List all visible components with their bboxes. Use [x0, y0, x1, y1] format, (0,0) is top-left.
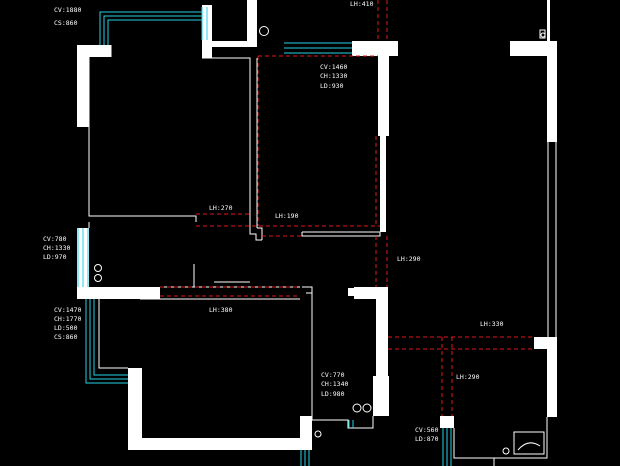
annotation-label: CH:1770 — [54, 315, 81, 323]
bathtub — [513, 431, 545, 455]
annotation-label: LD:980 — [321, 390, 345, 398]
wall-segment — [547, 56, 557, 142]
wall-segment — [352, 41, 398, 56]
wall-segment — [534, 337, 557, 349]
wall-outline — [202, 57, 262, 241]
annotation-label: CV:1460 — [320, 63, 347, 71]
wall-outline — [98, 299, 128, 369]
fixture-circle — [314, 430, 322, 438]
annotation-label: CS:860 — [54, 19, 78, 27]
fixture-circle — [259, 26, 269, 36]
wall-segment — [510, 41, 557, 56]
wall-segment — [547, 349, 557, 417]
wall-segment — [202, 5, 212, 7]
window — [93, 299, 128, 376]
fixture-circle — [94, 274, 102, 282]
fixture-circle — [352, 403, 362, 413]
annotation-label: LH:330 — [480, 320, 504, 328]
annotation-label: LH:410 — [350, 0, 374, 8]
annotation-label: CV:780 — [43, 235, 67, 243]
annotation-label: CV:560 — [415, 426, 439, 434]
wall-segment — [373, 376, 389, 416]
annotation-label: CH:1330 — [320, 72, 347, 80]
wall-segment — [128, 438, 310, 450]
annotation-label: CS:860 — [54, 333, 78, 341]
fixture-circle — [94, 264, 102, 272]
bathtub-drain — [517, 442, 541, 451]
annotation-label: CH:1330 — [43, 244, 70, 252]
wall-outline — [88, 57, 197, 222]
fixture-circle — [502, 447, 510, 455]
annotation-label: CV:1880 — [54, 6, 81, 14]
wall-segment — [77, 45, 89, 127]
windows — [77, 7, 452, 466]
window — [85, 299, 128, 384]
wall-outline — [301, 231, 381, 237]
annotation-label: LH:190 — [275, 212, 299, 220]
annotation-label: LH:380 — [209, 306, 233, 314]
annotation-label: LD:870 — [415, 435, 439, 443]
fixtures — [94, 26, 546, 455]
wall-segment — [212, 41, 249, 47]
wall-segment — [380, 136, 386, 232]
window — [89, 299, 128, 380]
annotation-label: CH:1340 — [321, 380, 348, 388]
wall-segment — [378, 56, 389, 136]
dimension-lines — [160, 0, 534, 416]
annotation-label: LD:500 — [54, 324, 78, 332]
wall-segment — [247, 0, 257, 47]
wall-outline — [302, 286, 313, 421]
annotations: CV:1880 CS:860 LH:410 CV:1460 CH:1330 LD… — [43, 0, 504, 443]
annotation-label: LD:930 — [320, 82, 344, 90]
annotation-label: LD:970 — [43, 253, 67, 261]
wall-segment — [77, 287, 160, 299]
annotation-label: CV:1470 — [54, 306, 81, 314]
window — [99, 11, 202, 45]
wall-segment — [348, 288, 354, 296]
fixture-circle — [362, 403, 372, 413]
annotation-label: LH:290 — [397, 255, 421, 263]
window — [103, 15, 202, 45]
wall-segment — [376, 287, 388, 377]
wall-segment — [128, 368, 142, 450]
annotation-label: LH:270 — [209, 204, 233, 212]
wall-outline — [312, 416, 374, 429]
window — [107, 19, 202, 45]
annotation-label: LH:290 — [456, 373, 480, 381]
wall-outline — [453, 417, 548, 459]
wall-outline — [257, 227, 263, 240]
walls — [77, 0, 557, 450]
wall-segment — [440, 416, 454, 428]
annotation-label: CV:770 — [321, 371, 345, 379]
fixture-circle — [540, 32, 546, 38]
wall-segment — [300, 416, 312, 450]
